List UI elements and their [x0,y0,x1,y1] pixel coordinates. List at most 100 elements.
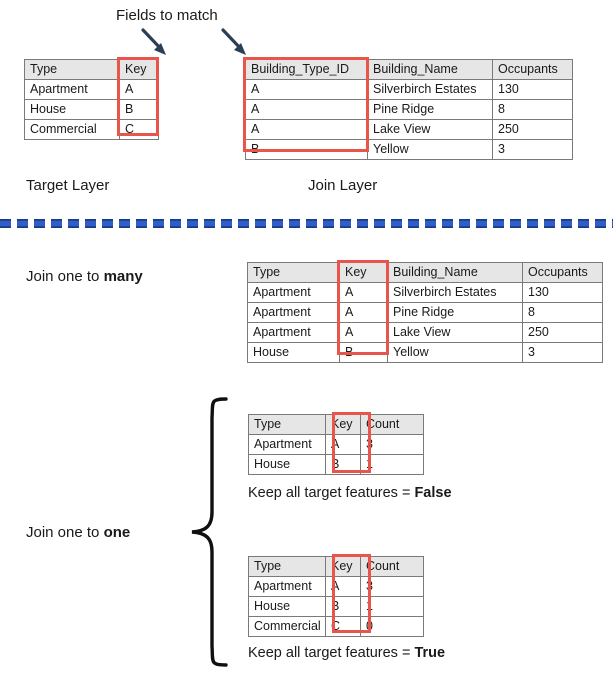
table-row: A Pine Ridge 8 [245,99,573,120]
table-row: Apartment A Lake View 250 [247,322,603,343]
column-header: Key [325,556,361,577]
dashed-divider-icon [0,219,613,228]
target-layer-table-wrap: Type Key Apartment A House B Commercial … [24,59,159,140]
table-row: Apartment A Silverbirch Estates 130 [247,282,603,303]
column-header: Building_Name [367,59,493,80]
cell-occupants: 130 [492,79,573,100]
cell-building-name: Silverbirch Estates [367,79,493,100]
join-one-to-one-emphasis: one [103,524,131,541]
column-header: Occupants [492,59,573,80]
table-row: House B Yellow 3 [247,342,603,363]
column-header: Key [325,414,361,435]
cell-key: C [325,616,361,637]
cell-building-name: Pine Ridge [367,99,493,120]
cell-type: Apartment [247,322,340,343]
table-row: Apartment A 3 [248,576,424,597]
cell-key: B [119,99,159,120]
column-header: Building_Type_ID [245,59,368,80]
table-row: A Silverbirch Estates 130 [245,79,573,100]
cell-key: A [325,434,361,455]
table-row: Apartment A Pine Ridge 8 [247,302,603,323]
cell-occupants: 8 [492,99,573,120]
cell-key: B [325,596,361,617]
one-to-one-true-table-wrap: Type Key Count Apartment A 3 House B 1 C… [248,556,424,637]
curly-brace-icon [191,397,228,667]
cell-type: House [247,342,340,363]
keep-all-false-value: False [414,485,452,501]
cell-building-name: Silverbirch Estates [387,282,523,303]
cell-key: A [119,79,159,100]
cell-occupants: 3 [492,139,573,160]
one-to-many-table: Type Key Building_Name Occupants Apartme… [247,262,603,363]
table-header-row: Type Key Building_Name Occupants [247,262,603,283]
cell-count: 0 [360,616,424,637]
column-header: Count [360,556,424,577]
keep-all-true-label: Keep all target features = True [248,645,445,662]
cell-type: Apartment [247,282,340,303]
cell-type: Commercial [24,119,120,140]
column-header: Count [360,414,424,435]
join-one-to-many-label: Join one to many [26,268,143,286]
cell-building-type-id: A [245,99,368,120]
cell-occupants: 3 [522,342,603,363]
join-one-to-many-emphasis: many [103,268,143,285]
table-header-row: Building_Type_ID Building_Name Occupants [245,59,573,80]
column-header: Type [248,556,326,577]
target-layer-table: Type Key Apartment A House B Commercial … [24,59,159,140]
arrow-down-left-icon [141,28,166,55]
column-header: Building_Name [387,262,523,283]
cell-occupants: 250 [492,119,573,140]
column-header: Key [339,262,388,283]
table-header-row: Type Key Count [248,414,424,435]
one-to-one-true-table: Type Key Count Apartment A 3 House B 1 C… [248,556,424,637]
table-header-row: Type Key Count [248,556,424,577]
cell-building-type-id: A [245,79,368,100]
table-row: Apartment A 3 [248,434,424,455]
keep-all-true-prefix: Keep all target features = [248,645,415,661]
cell-building-name: Yellow [387,342,523,363]
cell-building-name: Lake View [387,322,523,343]
cell-count: 3 [360,576,424,597]
cell-key: A [339,282,388,303]
table-row: House B 1 [248,454,424,475]
cell-type: Apartment [24,79,120,100]
cell-type: Apartment [248,434,326,455]
keep-all-true-value: True [414,645,446,661]
column-header: Key [119,59,159,80]
keep-all-false-prefix: Keep all target features = [248,485,415,501]
cell-count: 3 [360,434,424,455]
cell-type: House [248,454,326,475]
cell-building-type-id: B [245,139,368,160]
one-to-one-false-table: Type Key Count Apartment A 3 House B 1 [248,414,424,475]
target-layer-label: Target Layer [26,177,110,194]
cell-type: Apartment [247,302,340,323]
cell-key: A [339,322,388,343]
column-header: Occupants [522,262,603,283]
cell-occupants: 8 [522,302,603,323]
cell-building-name: Lake View [367,119,493,140]
join-layer-table-wrap: Building_Type_ID Building_Name Occupants… [245,59,573,160]
table-row: House B [24,99,159,120]
table-header-row: Type Key [24,59,159,80]
cell-occupants: 250 [522,322,603,343]
cell-type: Apartment [248,576,326,597]
cell-building-name: Yellow [367,139,493,160]
column-header: Type [248,414,326,435]
keep-all-false-label: Keep all target features = False [248,485,452,502]
cell-type: House [24,99,120,120]
cell-key: A [325,576,361,597]
cell-key: B [325,454,361,475]
cell-key: C [119,119,159,140]
cell-occupants: 130 [522,282,603,303]
cell-type: House [248,596,326,617]
join-layer-table: Building_Type_ID Building_Name Occupants… [245,59,573,160]
join-layer-label: Join Layer [308,177,378,194]
fields-to-match-label: Fields to match [116,7,218,24]
table-row: A Lake View 250 [245,119,573,140]
join-one-to-one-label: Join one to one [26,524,130,542]
table-row: Commercial C 0 [248,616,424,637]
join-one-to-one-prefix: Join one to [26,524,104,541]
table-row: House B 1 [248,596,424,617]
cell-building-type-id: A [245,119,368,140]
one-to-many-table-wrap: Type Key Building_Name Occupants Apartme… [247,262,603,363]
